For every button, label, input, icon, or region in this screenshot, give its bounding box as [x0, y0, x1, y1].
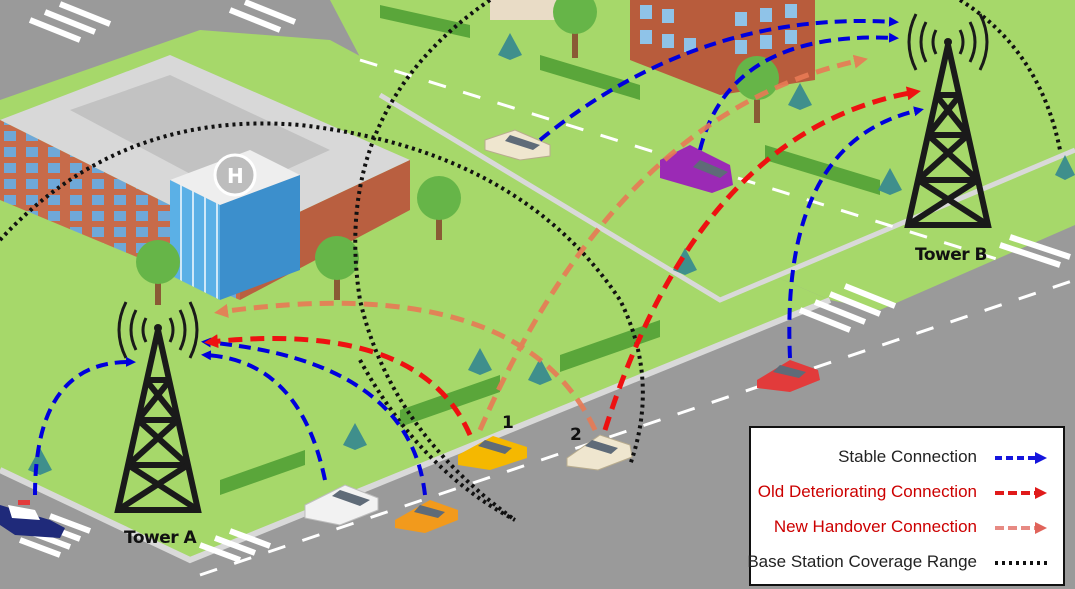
old-link-car-1-to-tower-a	[204, 334, 473, 436]
coverage-range-tower-b	[353, 0, 517, 522]
car-1-taxi	[458, 436, 527, 470]
legend-label-coverage: Base Station Coverage Range	[747, 552, 977, 571]
legend: Stable Connection Old Deteriorating Conn…	[747, 426, 1065, 586]
curb-north	[378, 92, 1075, 303]
stable-link-purple-to-tower-b	[698, 32, 899, 151]
legend-swatch-coverage	[995, 561, 1047, 565]
pine-trees	[28, 33, 1075, 475]
stable-link-beige-to-tower-b	[538, 16, 899, 142]
beige-car	[484, 129, 551, 161]
tower-b-lattice	[904, 44, 992, 228]
coverage-range-tower-b-east	[958, 0, 1062, 151]
legend-swatch-stable	[995, 452, 1047, 464]
tower-a-label: Tower A	[124, 528, 198, 548]
old-connections	[204, 86, 921, 436]
old-link-car-2-to-tower-b	[602, 86, 921, 431]
stable-link-police-to-tower-a	[33, 356, 136, 496]
stable-connections	[33, 16, 924, 496]
car-2-sedan	[566, 434, 633, 471]
tower-b-label: Tower B	[915, 245, 987, 265]
curb-main	[0, 297, 832, 564]
orange-car	[395, 500, 458, 533]
legend-swatch-old	[995, 487, 1047, 499]
legend-swatch-new	[995, 522, 1047, 534]
vehicles	[0, 129, 820, 538]
new-handover-connections	[214, 54, 868, 432]
hedges	[220, 5, 880, 495]
legend-label-old: Old Deteriorating Connection	[757, 482, 977, 501]
svg-text:H: H	[227, 164, 244, 188]
stable-link-red-to-tower-b	[787, 106, 924, 359]
building-top	[490, 0, 570, 20]
legend-item-stable: Stable Connection	[751, 443, 1063, 473]
white-van	[304, 484, 379, 526]
legend-label-new: New Handover Connection	[773, 517, 977, 536]
legend-item-coverage: Base Station Coverage Range	[747, 548, 1063, 578]
purple-van	[660, 145, 733, 193]
legend-label-stable: Stable Connection	[838, 447, 977, 466]
car-2-label: 2	[570, 425, 582, 445]
helipad-icon	[213, 153, 257, 197]
lane-mark-main	[199, 278, 1075, 577]
car-1-label: 1	[502, 413, 514, 433]
red-car	[757, 360, 820, 392]
police-car	[0, 500, 65, 538]
crosswalk-bottom-left	[18, 513, 272, 563]
legend-item-new: New Handover Connection	[751, 513, 1063, 543]
tower-a-signal-icon	[117, 301, 199, 359]
legend-item-old: Old Deteriorating Connection	[751, 478, 1063, 508]
hospital-building: H	[0, 55, 410, 300]
coverage-range-tower-a-lower	[358, 359, 516, 522]
tower-a-lattice	[114, 329, 202, 513]
tower-b-signal-icon	[907, 13, 989, 71]
crosswalk-top-left	[28, 0, 297, 43]
coverage-ranges	[0, 0, 1062, 522]
stable-link-van-to-tower-a	[201, 350, 327, 481]
tower-b	[904, 13, 992, 228]
coverage-range-tower-a	[0, 121, 645, 466]
round-trees	[136, 0, 779, 305]
new-link-car-2-to-tower-a	[214, 300, 598, 432]
tower-a	[114, 301, 202, 513]
crosswalk-right	[798, 234, 1071, 333]
